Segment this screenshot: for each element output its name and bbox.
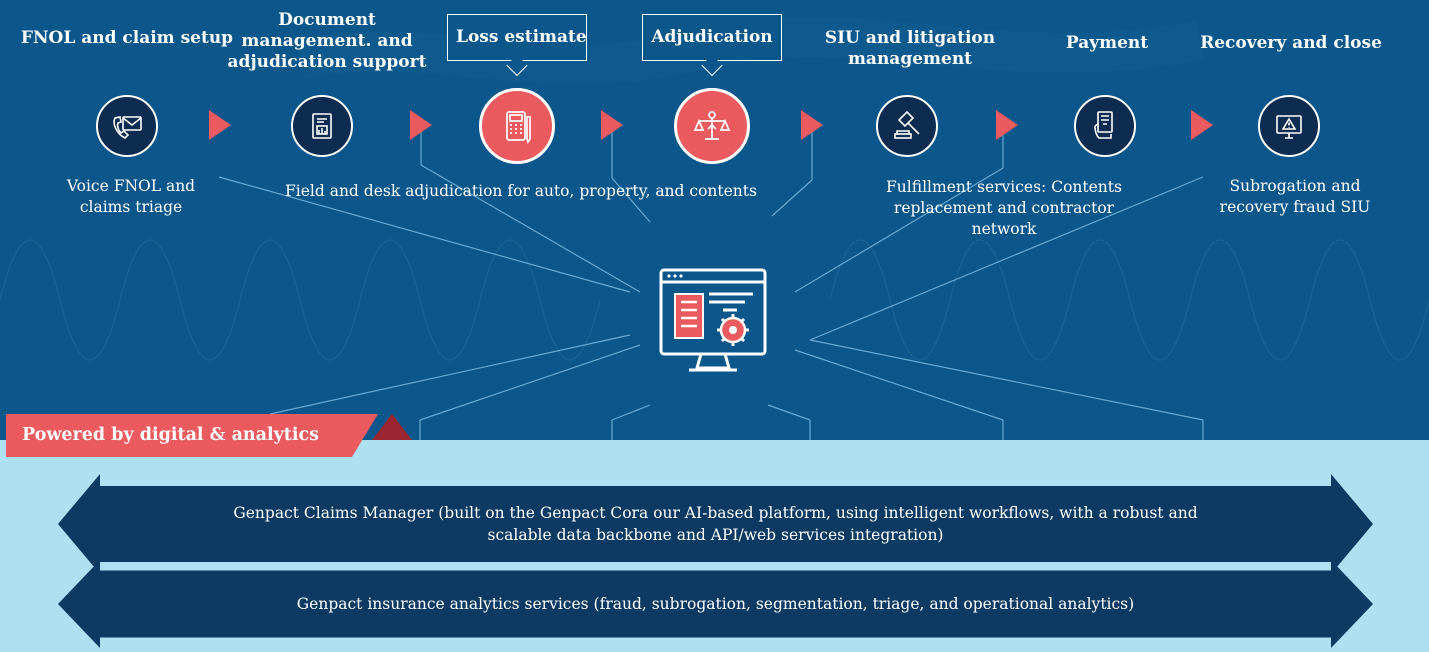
platform-monitor-gear-icon xyxy=(659,268,767,372)
stage-title-recovery-close: Recovery and close xyxy=(1200,33,1382,53)
stage-title-document-management: Document management. and adjudication su… xyxy=(227,10,427,72)
flow-arrow-5 xyxy=(996,110,1018,140)
process-panel: FNOL and claim setup Document management… xyxy=(0,0,1429,440)
analytics-services-text: Genpact insurance analytics services (fr… xyxy=(296,595,1135,613)
desc-field-desk-adjudication: Field and desk adjudication for auto, pr… xyxy=(285,182,757,200)
desc-voice-fnol: Voice FNOL and claims triage xyxy=(66,177,196,216)
phone-envelope-icon xyxy=(96,95,158,157)
document-chart-icon xyxy=(291,95,353,157)
stage-title-adjudication: Adjudication xyxy=(642,14,782,61)
claims-manager-text: Genpact Claims Manager (built on the Gen… xyxy=(233,504,1198,544)
monitor-warning-icon xyxy=(1258,95,1320,157)
analytics-services-band: Genpact insurance analytics services (fr… xyxy=(58,560,1373,648)
gavel-icon xyxy=(876,95,938,157)
claims-manager-band: Genpact Claims Manager (built on the Gen… xyxy=(58,474,1373,574)
flow-arrow-4 xyxy=(801,110,823,140)
flow-arrow-6 xyxy=(1191,110,1213,140)
calculator-icon xyxy=(479,88,555,164)
card-payment-icon xyxy=(1074,95,1136,157)
flow-arrow-1 xyxy=(209,110,231,140)
flow-arrow-2 xyxy=(410,110,432,140)
powered-tab-shadow xyxy=(372,414,412,440)
stage-title-siu-litigation: SIU and litigation management xyxy=(824,28,996,69)
scales-icon xyxy=(674,88,750,164)
powered-by-label: Powered by digital & analytics xyxy=(6,414,378,457)
desc-fulfillment-services: Fulfillment services: Contents replaceme… xyxy=(886,178,1122,238)
flow-arrow-3 xyxy=(601,110,623,140)
desc-subrogation-recovery: Subrogation and recovery fraud SIU xyxy=(1219,177,1371,216)
stage-title-loss-estimate: Loss estimate xyxy=(447,14,587,61)
stage-title-payment: Payment xyxy=(1065,33,1149,53)
stage-title-fnol: FNOL and claim setup xyxy=(20,28,234,48)
